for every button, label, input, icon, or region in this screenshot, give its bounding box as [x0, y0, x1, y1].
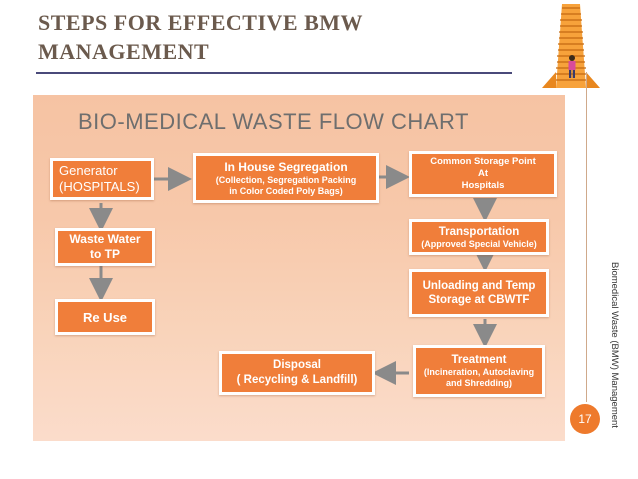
disposal-line-2: ( Recycling & Landfill) [236, 374, 358, 386]
transportation-line-2: (Approved Special Vehicle) [421, 238, 537, 249]
segregation-box: In House Segregation (Collection, Segreg… [193, 153, 379, 203]
side-label: Biomedical Waste (BMW) Management [604, 262, 624, 472]
storage-box: Common Storage Point At Hospitals [409, 151, 557, 197]
segregation-line-1: In House Segregation [224, 159, 348, 174]
page-number-badge: 17 [570, 404, 600, 434]
unloading-line-1: Unloading and Temp [422, 280, 536, 292]
segregation-line-3: in Color Coded Poly Bags) [229, 185, 343, 196]
title-underline [36, 72, 512, 74]
slide-title-line-2: MANAGEMENT [38, 39, 210, 64]
flowchart-title: BIO-MEDICAL WASTE FLOW CHART [78, 109, 469, 134]
segregation-line-2: (Collection, Segregation Packing [215, 174, 357, 185]
treatment-box: Treatment (Incineration, Autoclaving and… [413, 345, 545, 397]
staircase-climber-icon [542, 4, 600, 88]
storage-line-2: At [477, 168, 489, 179]
generator-line-1: Generator [59, 163, 118, 178]
page-number: 17 [578, 412, 592, 426]
storage-line-3: Hospitals [461, 180, 505, 191]
transportation-box: Transportation (Approved Special Vehicle… [409, 219, 549, 255]
disposal-line-1: Disposal [273, 359, 321, 371]
wastewater-box: Waste Water to TP [55, 228, 155, 266]
treatment-line-1: Treatment [451, 354, 507, 366]
reuse-box: Re Use [55, 299, 155, 335]
treatment-line-2: (Incineration, Autoclaving [423, 367, 535, 377]
unloading-line-2: Storage at CBWTF [428, 294, 530, 306]
transportation-line-1: Transportation [438, 225, 520, 238]
side-label-text: Biomedical Waste (BMW) Management [609, 262, 620, 428]
treatment-line-3: and Shredding) [446, 378, 512, 388]
flowchart-panel: BIO-MEDICAL WASTE FLOW CHART Generator (… [33, 95, 565, 441]
disposal-box: Disposal ( Recycling & Landfill) [219, 351, 375, 395]
wastewater-line-2: to TP [90, 247, 120, 261]
side-divider [586, 72, 587, 402]
generator-box: Generator (HOSPITALS) [50, 158, 154, 200]
reuse-label: Re Use [82, 309, 128, 325]
slide-title: STEPS FOR EFFECTIVE BMW MANAGEMENT [38, 8, 508, 66]
slide-title-line-1: STEPS FOR EFFECTIVE BMW [38, 10, 364, 35]
storage-line-1: Common Storage Point [430, 156, 536, 167]
generator-line-2: (HOSPITALS) [59, 179, 140, 194]
unloading-box: Unloading and Temp Storage at CBWTF [409, 269, 549, 317]
wastewater-line-1: Waste Water [69, 232, 141, 246]
